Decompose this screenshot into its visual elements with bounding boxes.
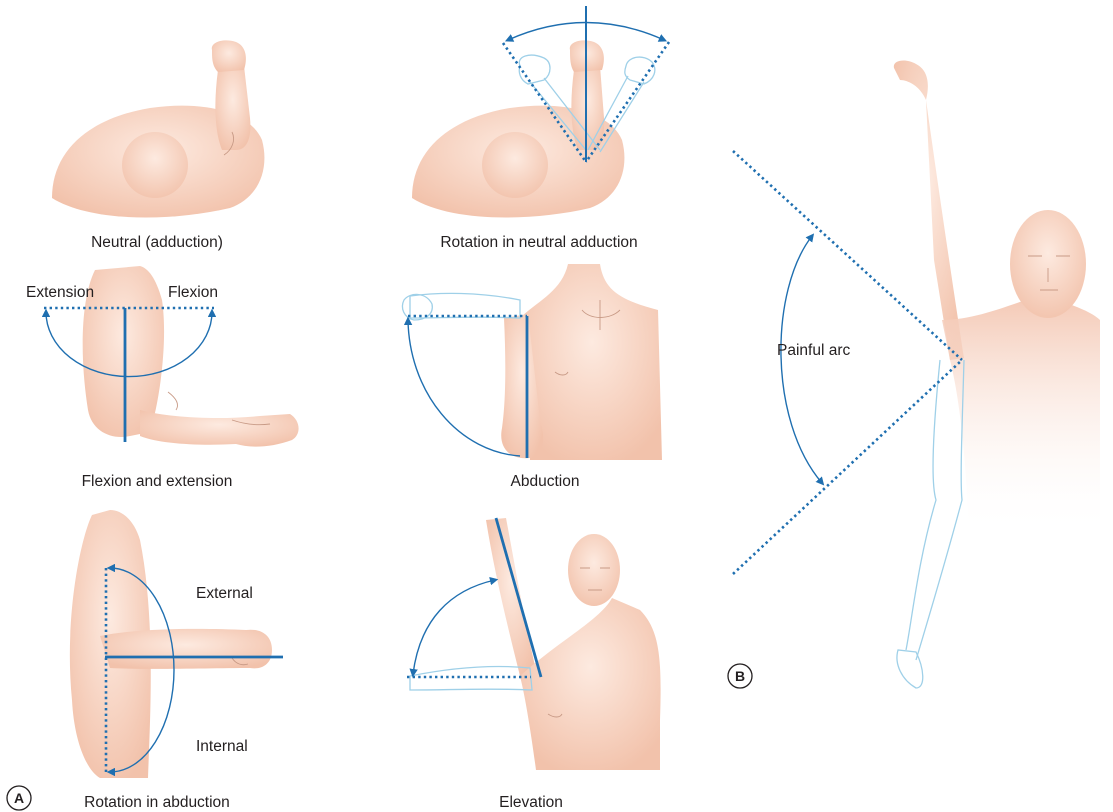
label-flexion: Flexion [168,284,218,301]
label-extension: Extension [26,284,94,301]
elevation-arc [413,580,495,674]
label-elevation: Elevation [499,794,563,811]
label-flexion-extension: Flexion and extension [82,473,233,490]
label-abduction: Abduction [511,473,580,490]
figure-rotation-neutral-adduction [412,40,655,217]
panel-a-letter: A [14,790,24,806]
label-external: External [196,585,253,602]
label-rotation-neutral-adduction: Rotation in neutral adduction [440,234,637,251]
panel-a-badge: A [7,786,31,810]
figure-abduction [402,264,662,460]
figure-elevation [410,518,661,770]
figure-neutral-adduction [52,40,264,217]
painful-arc-upper-ray [733,151,962,360]
figure-painful-arc [894,61,1100,688]
panel-b-badge: B [728,664,752,688]
label-painful-arc: Painful arc [777,342,850,359]
label-neutral-adduction: Neutral (adduction) [91,234,223,251]
label-rotation-abduction: Rotation in abduction [84,794,230,811]
painful-arc-lower-ray [733,360,962,574]
painful-arc-curve [781,236,822,483]
label-internal: Internal [196,738,248,755]
panel-b-letter: B [735,668,745,684]
